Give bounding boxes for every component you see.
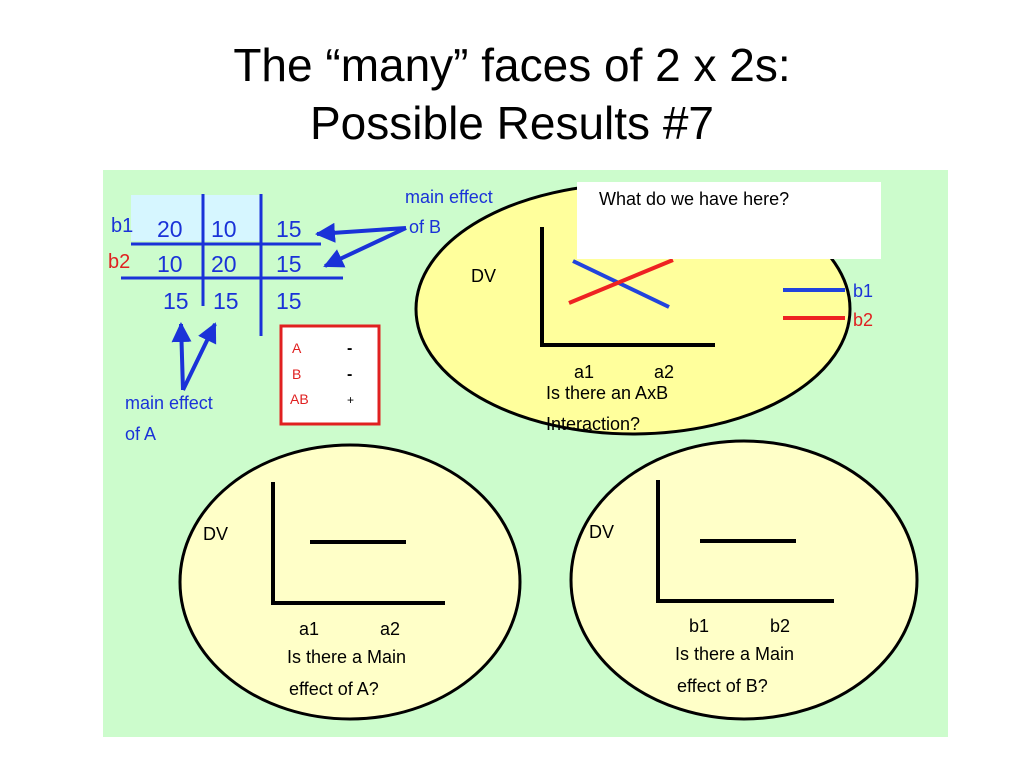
main-effect-a-ylabel: DV xyxy=(203,524,228,544)
col-mean-grand: 15 xyxy=(276,288,302,314)
main-effect-b-label-2: of B xyxy=(409,217,441,237)
main-effect-a-axes xyxy=(271,482,445,605)
main-effect-b-ylabel: DV xyxy=(589,522,614,542)
col-mean-a1: 15 xyxy=(163,288,189,314)
effect-mark-b: - xyxy=(347,366,352,383)
cell-b1-a1: 20 xyxy=(157,216,183,242)
effects-box-border xyxy=(279,324,381,426)
title-line-1: The “many” faces of 2 x 2s: xyxy=(233,39,791,91)
interaction-ylabel: DV xyxy=(471,266,496,286)
legend-label-b1: b1 xyxy=(853,281,873,301)
effect-label-a: A xyxy=(292,340,302,356)
main-effect-a-question-1: Is there a Main xyxy=(287,647,406,667)
title-line-2: Possible Results #7 xyxy=(310,97,714,149)
table-header-highlight xyxy=(131,195,261,241)
question-callout: What do we have here? xyxy=(577,182,881,259)
effect-mark-a: - xyxy=(347,340,352,357)
main-effect-b-xlabel-b2: b2 xyxy=(770,616,790,636)
interaction-line-b2 xyxy=(568,258,674,305)
legend-label-b2: b2 xyxy=(853,310,873,330)
main-effect-a-ellipse xyxy=(178,443,522,721)
arrows xyxy=(171,222,407,391)
main-effect-b-xlabel-b1: b1 xyxy=(689,616,709,636)
main-effect-a-xlabel-a1: a1 xyxy=(299,619,319,639)
arrow-main-effect-b-1 xyxy=(315,222,407,243)
effect-label-b: B xyxy=(292,366,301,382)
main-effect-b-question-2: effect of B? xyxy=(677,676,768,696)
main-effect-a-xlabel-a2: a2 xyxy=(380,619,400,639)
interaction-question-1: Is there an AxB xyxy=(546,383,668,403)
main-effect-b-question-1: Is there a Main xyxy=(675,644,794,664)
interaction-xlabel-a1: a1 xyxy=(574,362,594,382)
cell-b2-mean: 15 xyxy=(276,251,302,277)
interaction-line-b1 xyxy=(572,259,670,309)
effect-label-ab: AB xyxy=(290,391,309,407)
arrow-main-effect-a-1 xyxy=(171,322,192,391)
cell-b1-a2: 10 xyxy=(211,216,237,242)
callout-text: What do we have here? xyxy=(599,189,790,209)
main-effect-a-label-1: main effect xyxy=(125,393,213,413)
arrow-main-effect-b-2 xyxy=(323,226,407,268)
main-effect-a-question-2: effect of A? xyxy=(289,679,379,699)
row-label-b2: b2 xyxy=(108,251,130,273)
cell-b2-a2: 20 xyxy=(211,251,237,277)
main-effect-a-plot: DV a1 a2 Is there a Main effect of A? xyxy=(178,443,522,721)
effect-mark-ab: + xyxy=(347,393,354,407)
cell-means-table: b1 b2 20 10 15 10 20 15 15 15 15 xyxy=(108,194,343,336)
main-effect-b-axes xyxy=(656,480,834,603)
cell-b2-a1: 10 xyxy=(157,251,183,277)
cell-b1-mean: 15 xyxy=(276,216,302,242)
slide-title: The “many” faces of 2 x 2s: Possible Res… xyxy=(0,36,1024,152)
main-effect-b-label-1: main effect xyxy=(405,187,493,207)
interaction-xlabel-a2: a2 xyxy=(654,362,674,382)
row-label-b1: b1 xyxy=(111,215,133,237)
main-effect-b-plot: DV b1 b2 Is there a Main effect of B? xyxy=(569,439,919,721)
effects-summary-box: A - B - AB + xyxy=(279,324,381,426)
col-mean-a2: 15 xyxy=(213,288,239,314)
interaction-question-2: Interaction? xyxy=(546,414,640,434)
main-effect-a-label-2: of A xyxy=(125,424,156,444)
interaction-axes xyxy=(540,227,715,347)
arrow-main-effect-a-2 xyxy=(181,322,217,391)
